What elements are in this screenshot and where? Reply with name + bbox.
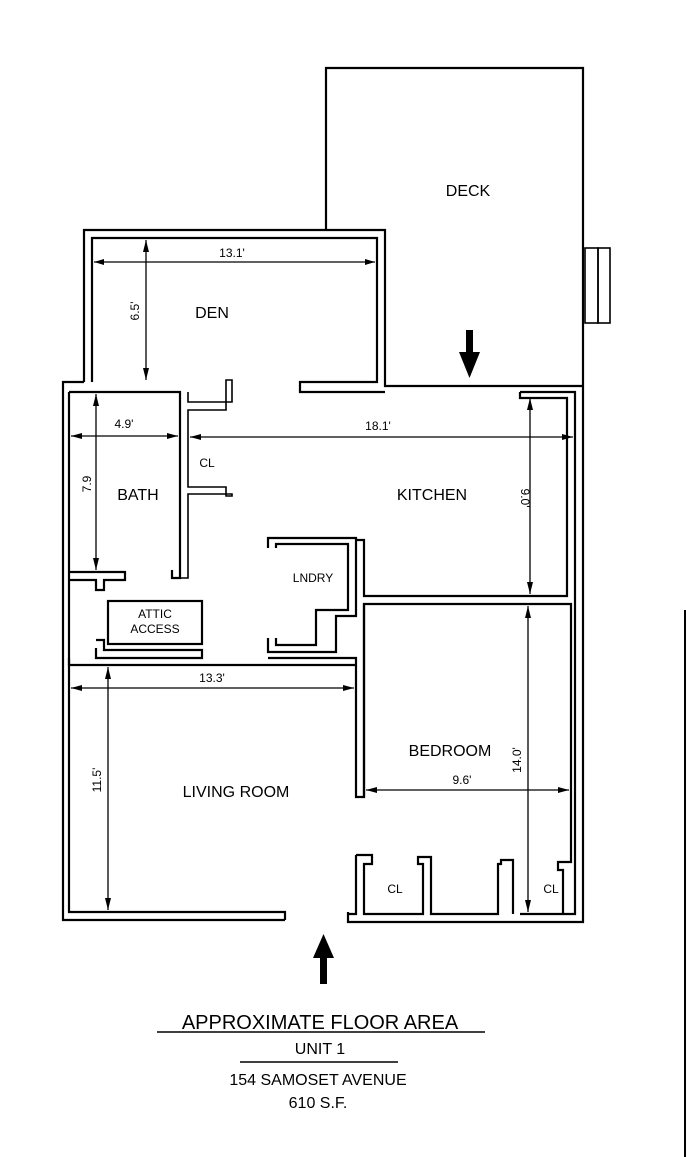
living-room-walls bbox=[67, 658, 356, 667]
den-walls bbox=[82, 228, 583, 394]
caption-unit: UNIT 1 bbox=[295, 1041, 345, 1058]
bath-dimensions bbox=[71, 394, 178, 570]
front-entry-arrow-icon bbox=[313, 934, 334, 984]
living-width-dim: 13.3' bbox=[199, 671, 225, 685]
caption-area: 610 S.F. bbox=[289, 1095, 348, 1112]
deck-label: DECK bbox=[446, 183, 491, 200]
bedroom-width-dim: 9.6' bbox=[453, 773, 472, 787]
attic-label-line1: ATTIC bbox=[138, 607, 172, 621]
bedroom-depth-dim: 14.0' bbox=[510, 747, 524, 773]
kitchen-depth-dim: 9.0' bbox=[518, 489, 532, 508]
bedroom-closet-right-label: CL bbox=[543, 882, 559, 896]
bath-width-dim: 4.9' bbox=[115, 417, 134, 431]
attic-partition bbox=[94, 638, 204, 660]
bedroom-closet-left-label: CL bbox=[387, 882, 403, 896]
bath-depth-dim: 7.9 bbox=[80, 475, 94, 492]
unit-exterior-walls bbox=[61, 380, 585, 924]
kitchen-label: KITCHEN bbox=[397, 487, 467, 504]
den-dimensions bbox=[94, 240, 375, 380]
attic-label-line2: ACCESS bbox=[130, 622, 179, 636]
caption-title: APPROXIMATE FLOOR AREA bbox=[182, 1012, 459, 1034]
laundry-label: LNDRY bbox=[293, 571, 333, 585]
kitchen-walls bbox=[190, 392, 573, 598]
deck-outline bbox=[324, 66, 611, 386]
kitchen-width-dim: 18.1' bbox=[365, 419, 391, 433]
deck-entry-arrow-icon bbox=[459, 330, 480, 378]
living-room-dimensions bbox=[71, 667, 354, 910]
bath-label: BATH bbox=[117, 487, 158, 504]
bath-walls bbox=[69, 379, 233, 592]
attic-access-hatch bbox=[106, 599, 204, 646]
den-label: DEN bbox=[195, 305, 229, 322]
bedroom-label: BEDROOM bbox=[409, 743, 492, 760]
den-depth-dim: 6.5' bbox=[128, 302, 142, 321]
bedroom-walls bbox=[348, 602, 573, 916]
caption-address: 154 SAMOSET AVENUE bbox=[229, 1072, 406, 1089]
living-room-label: LIVING ROOM bbox=[183, 784, 290, 801]
living-depth-dim: 11.5' bbox=[90, 768, 104, 793]
den-width-dim: 13.1' bbox=[219, 246, 245, 260]
hall-closet-label: CL bbox=[199, 456, 215, 470]
